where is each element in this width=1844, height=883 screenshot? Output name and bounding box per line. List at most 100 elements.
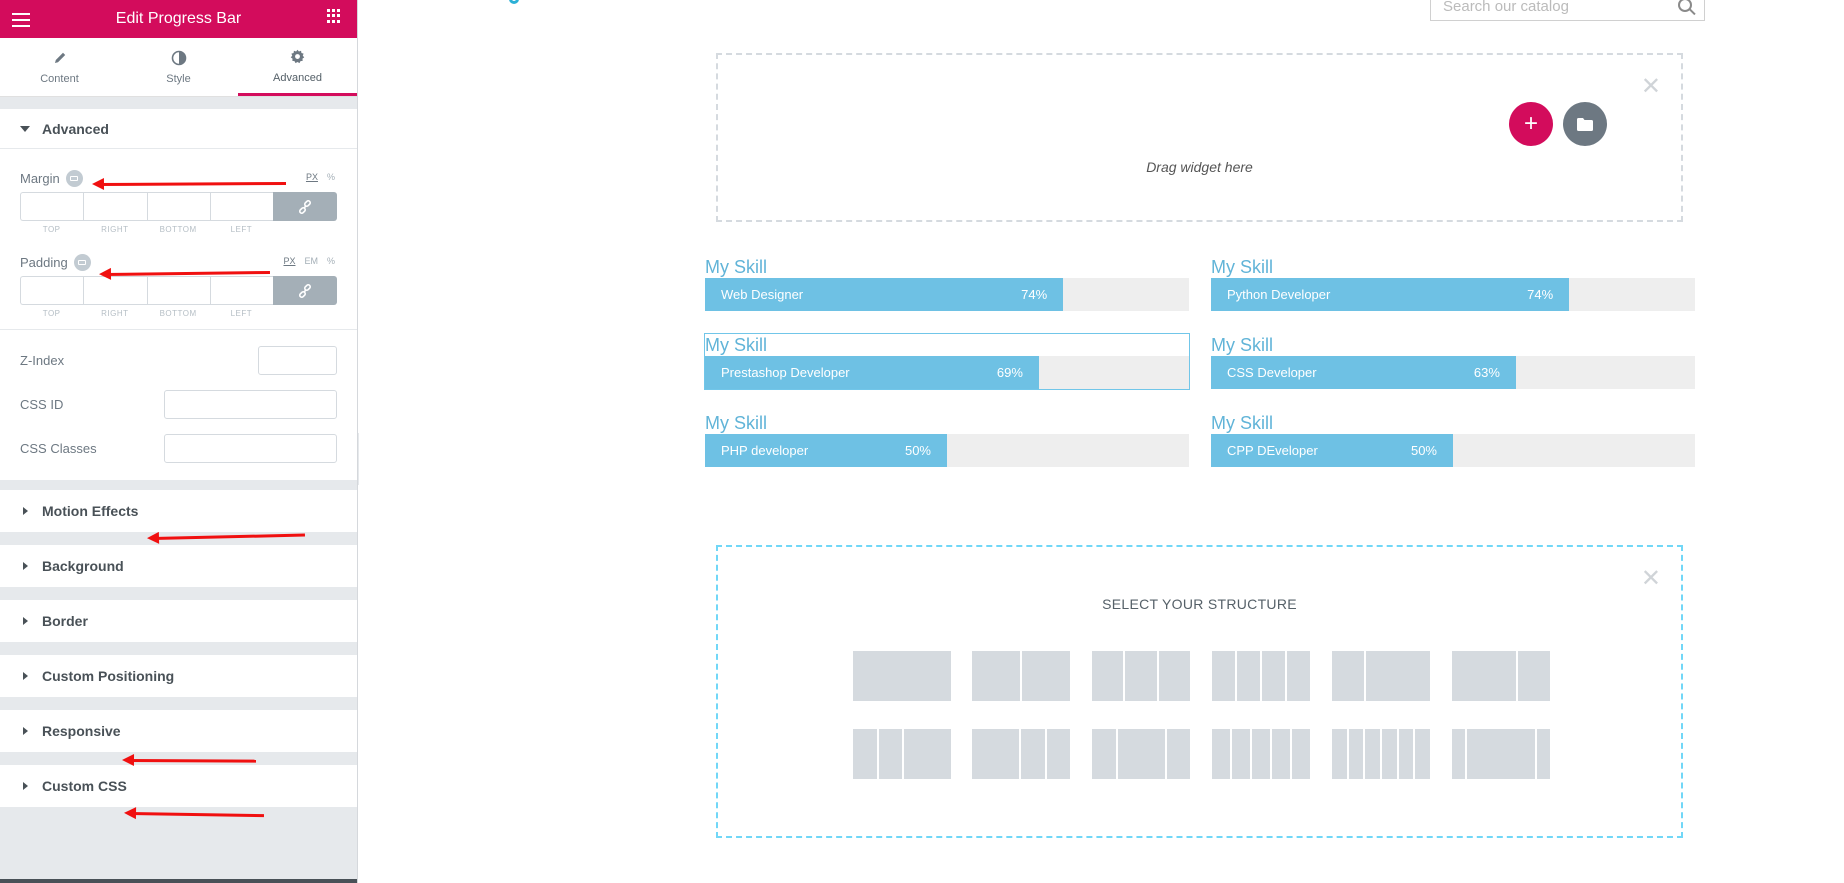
padding-right-input[interactable] [83,276,147,305]
z-index-label: Z-Index [20,352,65,368]
menu-icon[interactable] [12,9,30,29]
progress-title: My Skill [1211,257,1273,277]
link-values-button[interactable] [273,192,337,221]
add-template-button[interactable] [1563,102,1607,146]
structure-preset-6col[interactable] [1332,729,1431,779]
margin-bottom-input[interactable] [146,192,210,221]
annotation-arrow [129,812,265,818]
link-values-button[interactable] [273,276,337,305]
section-custom-css[interactable]: Custom CSS [0,765,357,807]
padding-unit-px[interactable]: PX [283,256,296,266]
caret-down-icon [20,125,30,132]
padding-side-labels: TOP RIGHT BOTTOM LEFT [20,309,337,318]
padding-bottom-input[interactable] [146,276,210,305]
structure-preset-1-2[interactable] [1332,651,1430,701]
responsive-desktop-icon[interactable] [73,253,91,271]
close-icon[interactable]: ✕ [1640,73,1661,100]
tab-style[interactable]: Style [119,38,238,96]
folder-icon [1577,117,1593,131]
progress-label: CSS Developer [1227,365,1317,380]
panel-footer [0,879,357,883]
structure-preset-2-1[interactable] [1452,651,1550,701]
search-placeholder: Search our catalog [1443,0,1569,15]
structure-preset-2col[interactable] [972,651,1070,701]
padding-unit-percent[interactable]: % [326,256,335,266]
padding-left-input[interactable] [209,276,273,305]
progress-label: Python Developer [1227,287,1331,302]
caret-right-icon [23,617,28,625]
structure-preset-1col[interactable] [853,651,951,701]
progress-track: CSS Developer 63% [1211,356,1695,389]
progress-bar-widget[interactable]: My Skill Web Designer 74% [705,256,1189,311]
close-icon[interactable]: ✕ [1640,565,1661,592]
z-index-row: Z-Index [0,338,357,382]
divider [0,318,357,330]
caret-right-icon [23,727,28,735]
empty-section-drop-zone[interactable]: ✕ + [716,53,1683,222]
structure-preset-1-4-1[interactable] [1452,729,1550,779]
structure-preset-1-1-2[interactable] [853,729,951,779]
structure-preset-1-2-1[interactable] [1092,729,1190,779]
structure-preset-3col[interactable] [1092,651,1190,701]
margin-unit-px[interactable]: PX [305,172,318,182]
tab-advanced[interactable]: Advanced [238,38,357,96]
preview-canvas: Search our catalog ✕ + Drag widget here … [359,0,1831,883]
css-classes-input[interactable] [164,433,337,463]
tab-content-label: Content [40,73,79,85]
caret-right-icon [23,562,28,570]
progress-percent: 74% [1021,287,1048,302]
section-background[interactable]: Background [0,545,357,587]
progress-title: My Skill [1211,413,1273,433]
plus-icon: + [1523,110,1538,137]
margin-unit-percent[interactable]: % [326,172,335,182]
tab-content[interactable]: Content [0,38,119,96]
advanced-section-title: Advanced [42,120,109,137]
padding-inputs [20,276,337,305]
progress-label: PHP developer [721,443,809,458]
caret-right-icon [23,672,28,680]
section-border[interactable]: Border [0,600,357,642]
css-classes-label: CSS Classes [20,440,97,456]
link-icon [298,199,312,214]
structure-preset-2-1-1[interactable] [972,729,1070,779]
structure-preset-4col[interactable] [1212,651,1310,701]
widgets-grid-icon[interactable] [327,9,341,23]
progress-bar-widget[interactable]: My Skill PHP developer 50% [705,412,1189,467]
z-index-input[interactable] [258,345,337,375]
progress-track: Prestashop Developer 69% [705,356,1189,389]
side-label-left: LEFT [230,309,253,318]
section-responsive-title: Responsive [42,723,121,739]
structure-preset-5col[interactable] [1212,729,1310,779]
section-background-title: Background [42,558,124,574]
margin-top-input[interactable] [20,192,84,221]
margin-side-labels: TOP RIGHT BOTTOM LEFT [20,225,337,234]
margin-label: Margin [20,170,60,186]
progress-bar-widget[interactable]: My Skill CPP DEveloper 50% [1211,412,1695,467]
search-icon[interactable] [1678,0,1692,12]
responsive-desktop-icon[interactable] [65,169,83,187]
section-motion-effects[interactable]: Motion Effects [0,490,357,532]
margin-left-input[interactable] [209,192,273,221]
section-custom-positioning[interactable]: Custom Positioning [0,655,357,697]
padding-unit-em[interactable]: EM [304,256,318,266]
panel-header: Edit Progress Bar [0,0,357,38]
drag-widget-text: Drag widget here [1146,159,1253,175]
add-section-button[interactable]: + [1509,102,1553,146]
side-label-top: TOP [42,309,61,318]
css-id-input[interactable] [164,389,337,419]
annotation-arrow [152,533,305,540]
margin-right-input[interactable] [83,192,147,221]
progress-bar-widget[interactable]: My Skill CSS Developer 63% [1211,334,1695,389]
search-input[interactable]: Search our catalog [1430,0,1705,21]
progress-track: PHP developer 50% [705,434,1189,467]
progress-bar-widget-selected[interactable]: My Skill Prestashop Developer 69% [704,333,1190,390]
padding-top-input[interactable] [20,276,84,305]
margin-units: PX % [306,172,335,182]
section-responsive[interactable]: Responsive [0,710,357,752]
margin-label-row: Margin [20,168,337,188]
progress-bar-widget[interactable]: My Skill Python Developer 74% [1211,256,1695,311]
padding-control: Padding PX EM % [0,234,357,318]
padding-units: PX EM % [283,256,335,266]
advanced-section-header[interactable]: Advanced [0,109,357,149]
tab-advanced-label: Advanced [273,71,322,84]
